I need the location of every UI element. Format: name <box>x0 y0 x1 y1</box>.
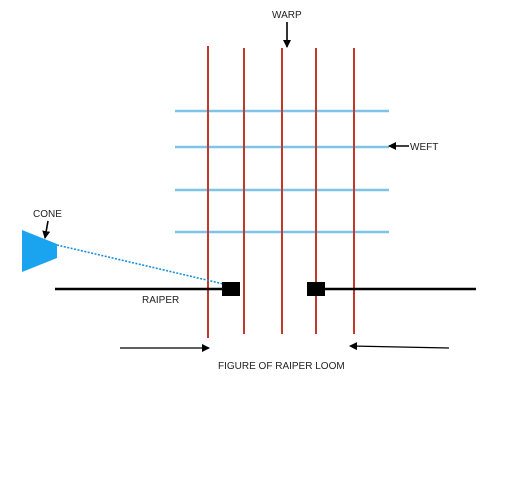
right-motion-arrow <box>349 342 450 351</box>
weft-supply-thread <box>56 244 229 286</box>
weft-label: WEFT <box>410 142 438 153</box>
warp-threads <box>207 46 355 338</box>
raiper-label: RAIPER <box>142 295 179 306</box>
left-rapier-head <box>222 282 240 296</box>
right-rapier-head <box>307 282 325 296</box>
warp-label: WARP <box>272 10 302 21</box>
cone-shape <box>22 230 57 272</box>
cone-label: CONE <box>33 209 62 220</box>
figure-caption: FIGURE OF RAIPER LOOM <box>218 361 345 372</box>
cone-arrow <box>42 220 51 239</box>
